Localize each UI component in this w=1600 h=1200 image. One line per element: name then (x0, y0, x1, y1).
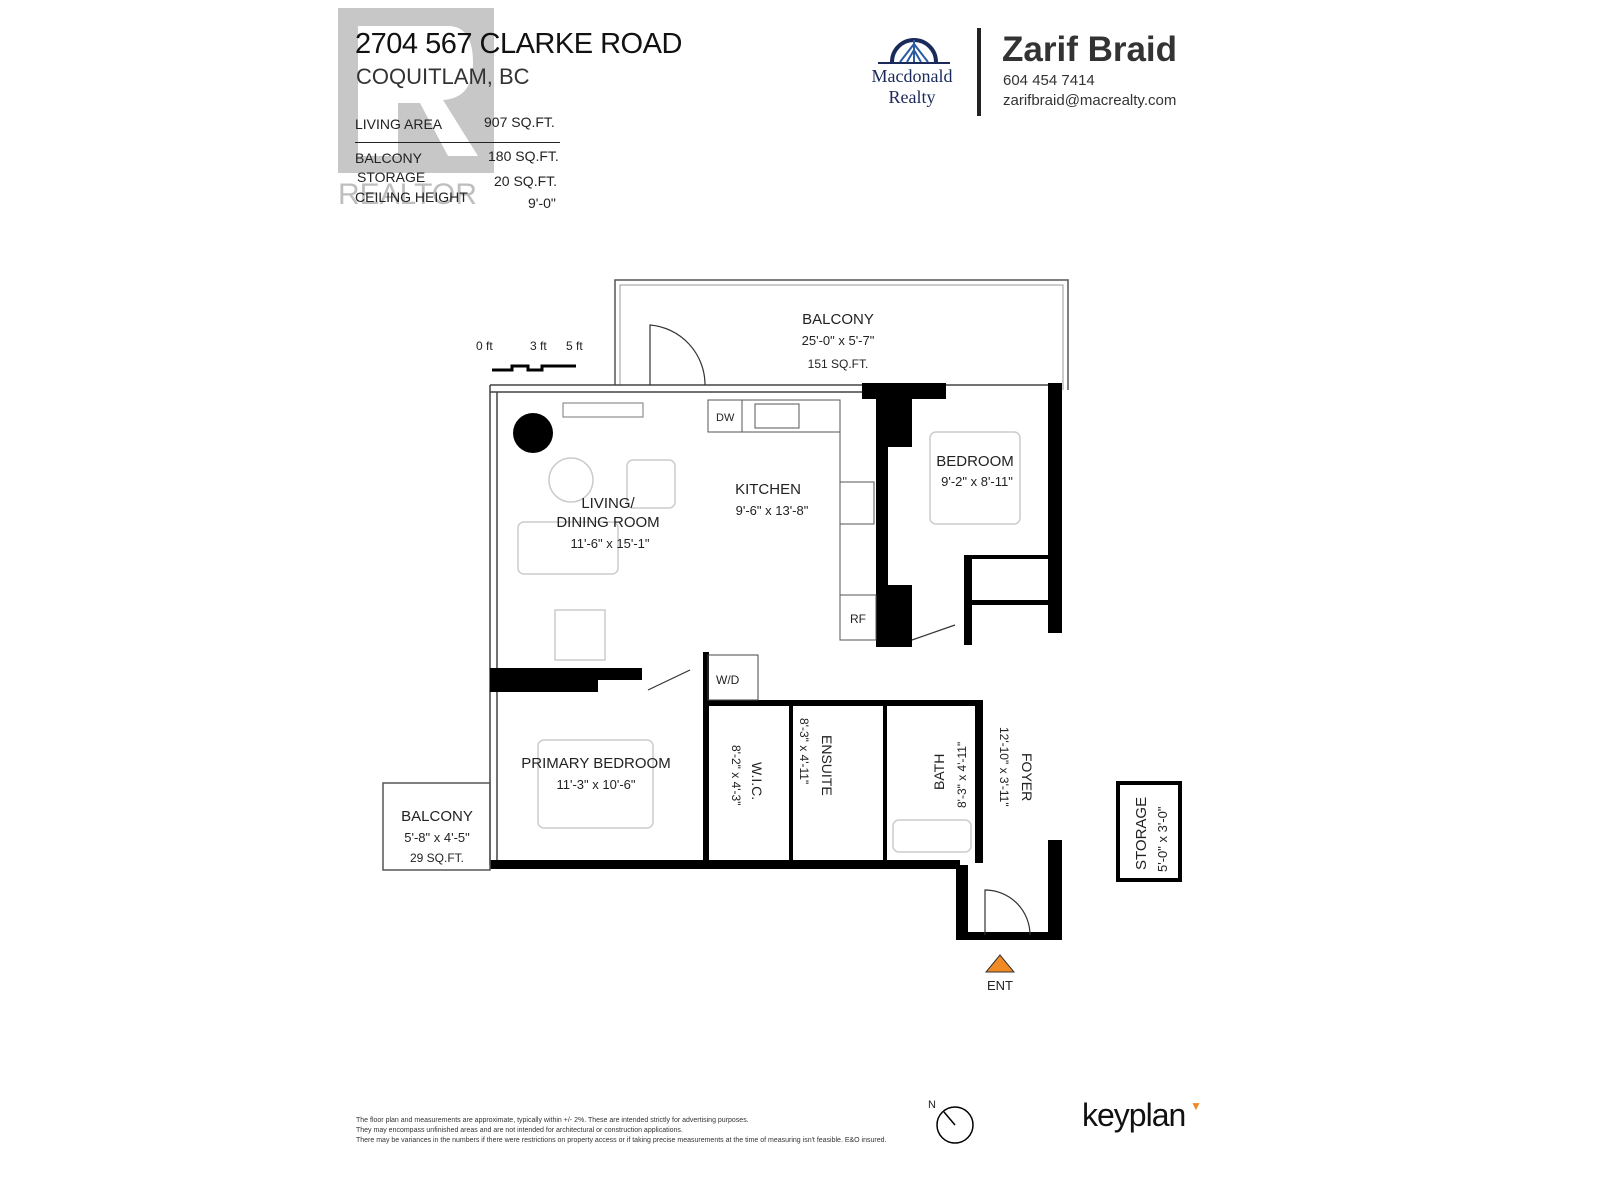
wic-dims: 8'-2" x 4'-3" (729, 745, 743, 805)
brokerage-name: Macdonald Realty (862, 66, 962, 108)
scale-label-3: 3 ft (530, 339, 547, 353)
balcony-small-dims: 5'-8" x 4'-5" (404, 830, 470, 845)
compass-label: N (928, 1099, 936, 1111)
balcony-small-area: 29 SQ.FT. (410, 851, 464, 865)
bath-dims: 8'-3" x 4'-11" (955, 742, 969, 808)
property-address: 2704 567 CLARKE ROAD (355, 28, 682, 60)
kitchen-dims: 9'-6" x 13'-8" (736, 503, 809, 518)
header-divider (977, 28, 981, 116)
entry-label: ENT (987, 978, 1013, 993)
balcony-small-name: BALCONY (401, 808, 473, 825)
wic-name: W.I.C. (749, 762, 765, 800)
realtor-watermark: REALTOR (338, 8, 494, 211)
keyplan-logo: keyplan (1082, 1097, 1186, 1133)
scale-bar (492, 364, 576, 372)
spec-divider (355, 142, 560, 143)
compass-icon (936, 1106, 974, 1144)
kitchen-name: KITCHEN (735, 481, 801, 498)
balcony-top-name: BALCONY (802, 311, 874, 328)
spec-value-balcony: 180 SQ.FT. (488, 148, 559, 164)
foyer-dims: 12'-10" x 3'-11" (997, 727, 1011, 807)
walls (490, 383, 1062, 940)
agent-phone[interactable]: 604 454 7414 (1003, 72, 1095, 89)
bedroom-dims: 9'-2" x 8'-11" (941, 474, 1013, 489)
ensuite-name: ENSUITE (819, 735, 835, 796)
spec-label-living: LIVING AREA (355, 116, 443, 132)
entry-marker-icon (984, 954, 1016, 973)
balcony-top-dims: 25'-0" x 5'-7" (802, 333, 875, 348)
scale-label-5: 5 ft (566, 339, 583, 353)
entry-door (984, 889, 1031, 936)
foyer-name: FOYER (1019, 753, 1035, 801)
spec-label-balcony: BALCONY (355, 150, 422, 166)
primary-name: PRIMARY BEDROOM (521, 755, 670, 772)
spec-value-ceiling: 9'-0" (528, 195, 556, 211)
living-dims: 11'-6" x 15'-1" (571, 536, 650, 551)
storage-name: STORAGE (1133, 797, 1150, 870)
keyplan-fox-icon: ▼ (1190, 1099, 1202, 1113)
watermark-text: REALTOR (338, 178, 477, 208)
storage-dims: 5'-0" x 3'-0" (1155, 806, 1170, 872)
spec-value-living: 907 SQ.FT. (484, 114, 555, 130)
living-name-1: LIVING/ (581, 495, 635, 512)
ensuite-dims: 8'-3" x 4'-11" (797, 718, 811, 784)
fridge-label: RF (850, 612, 866, 626)
disclaimer-line-2: They may encompass unfinished areas and … (356, 1127, 683, 1134)
balcony-small-outline (382, 782, 491, 871)
living-name-2: DINING ROOM (556, 514, 659, 531)
scale-label-0: 0 ft (476, 339, 493, 353)
spec-label-ceiling: CEILING HEIGHT (355, 189, 468, 205)
column-icon (513, 413, 553, 453)
balcony-top-outline (614, 279, 1069, 390)
balcony-door (649, 324, 706, 386)
property-city: COQUITLAM, BC (356, 64, 530, 89)
balcony-top-area: 151 SQ.FT. (808, 357, 869, 371)
disclaimer-line-3: There may be variances in the numbers if… (356, 1137, 887, 1144)
agent-email[interactable]: zarifbraid@macrealty.com (1003, 92, 1177, 109)
brokerage-logo-icon (878, 36, 950, 71)
spec-label-storage: STORAGE (357, 169, 426, 185)
agent-name: Zarif Braid (1002, 30, 1178, 69)
bedroom-name: BEDROOM (936, 453, 1014, 470)
brokerage-line1: Macdonald (871, 66, 953, 86)
brokerage-line2: Realty (888, 87, 936, 107)
washer-dryer-label: W/D (716, 673, 740, 687)
dishwasher-label: DW (716, 412, 735, 424)
bath-name: BATH (931, 754, 947, 790)
spec-value-storage: 20 SQ.FT. (494, 173, 558, 189)
storage-outline (1116, 781, 1182, 882)
primary-dims: 11'-3" x 10'-6" (557, 777, 636, 792)
disclaimer-line-1: The floor plan and measurements are appr… (356, 1117, 749, 1124)
